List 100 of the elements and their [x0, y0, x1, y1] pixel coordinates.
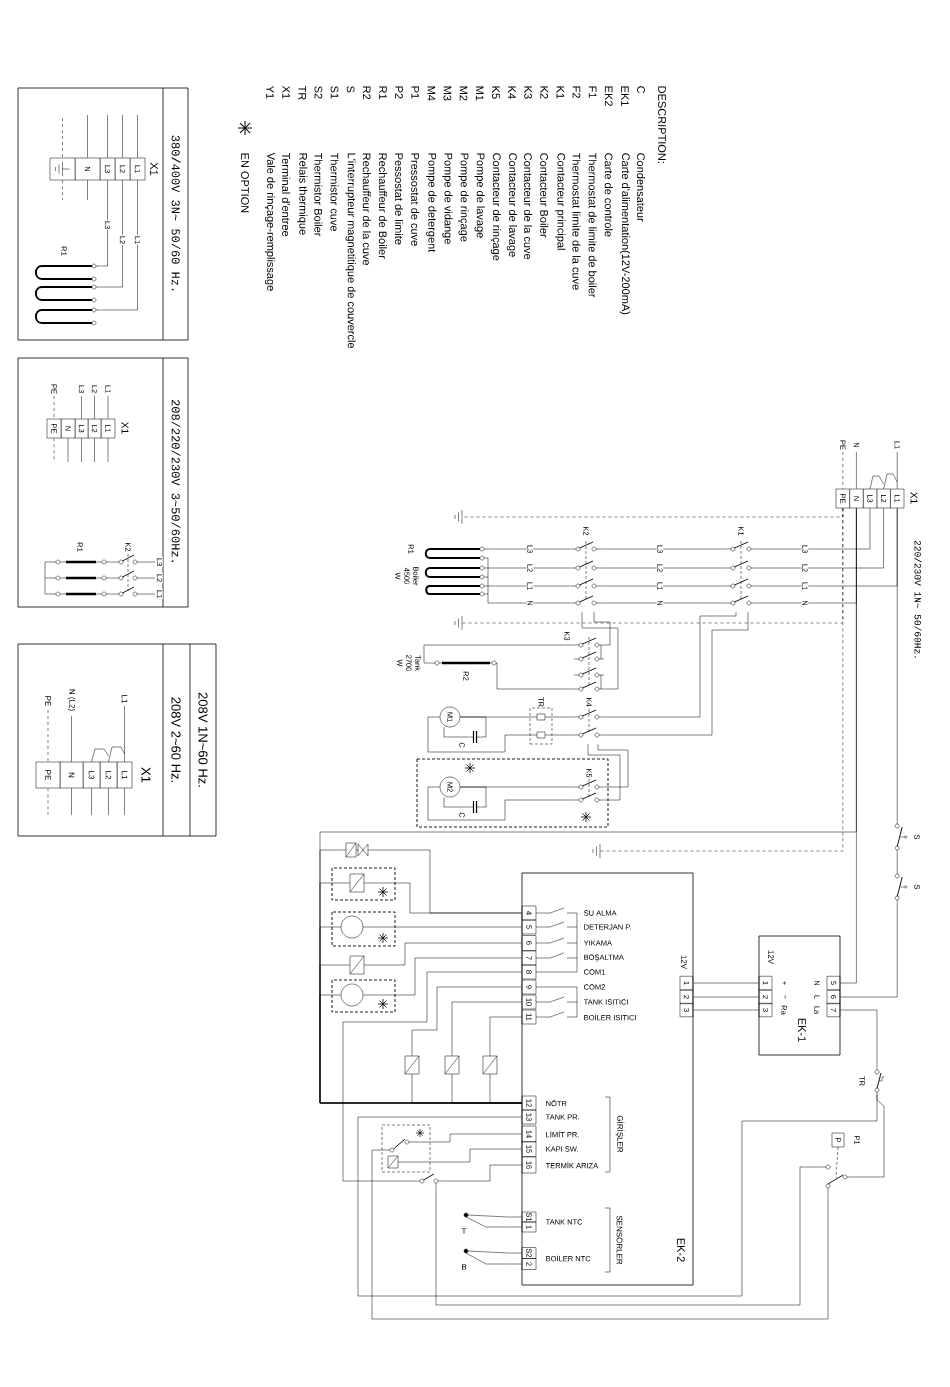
wire — [363, 957, 522, 996]
wire — [601, 602, 726, 604]
legend-text: L'interrupteur magnetitique de couvercle — [345, 153, 356, 349]
wire — [756, 508, 871, 550]
relay-coil — [349, 955, 365, 975]
wire — [411, 986, 522, 1056]
wire — [62, 180, 63, 201]
legend-text: Contacteur de rinçage — [490, 153, 501, 261]
heading: DESCRIPTION: — [658, 86, 666, 163]
wire — [552, 716, 574, 718]
wire — [107, 114, 108, 158]
legend-text: Pompe de lavage — [474, 153, 485, 238]
wire — [495, 548, 571, 550]
wire — [81, 395, 82, 419]
legend-text: EN OPTION — [241, 153, 249, 213]
legend-text: F2 — [572, 86, 581, 98]
legend-text: Pompe de rinçage — [458, 153, 469, 242]
wire — [71, 715, 72, 762]
wire — [461, 508, 844, 624]
edge-label: N (L2) — [67, 688, 76, 712]
legend-text: C — [637, 86, 645, 94]
wire — [593, 612, 611, 646]
legend-text: K4 — [508, 86, 516, 99]
wire — [47, 788, 49, 816]
legend-text: Thermistor Boiler — [314, 152, 323, 237]
wire — [122, 114, 123, 158]
component-label: B — [462, 1264, 467, 1270]
legend-text: Pompe de vidange — [442, 153, 453, 244]
wire — [67, 438, 69, 463]
terminal-block: L1 L2 L3 N PE — [35, 761, 133, 789]
legend-text: Thermostat de limite de boiler — [588, 152, 597, 298]
wire — [364, 942, 522, 966]
wire — [140, 577, 156, 579]
wire — [87, 114, 88, 158]
wire — [107, 395, 109, 419]
legend-text: Pompe de detergent — [426, 153, 437, 253]
wire — [108, 788, 109, 816]
legend-text: R1 — [379, 86, 387, 100]
wire — [840, 902, 898, 998]
wire — [53, 395, 55, 419]
wire — [856, 451, 857, 489]
legend-text: M2 — [459, 86, 468, 101]
wire — [440, 1164, 522, 1182]
wire — [371, 1149, 829, 1320]
wire — [489, 1016, 522, 1056]
wire — [91, 788, 92, 816]
edge-label: PE — [44, 695, 52, 707]
wire — [756, 508, 884, 569]
wire — [423, 644, 574, 664]
legend-text: M1 — [475, 86, 484, 101]
wire — [71, 788, 72, 816]
wire — [100, 180, 138, 311]
legend-text: K2 — [540, 86, 549, 99]
wire — [451, 1001, 522, 1056]
legend-text: F1 — [588, 86, 597, 98]
legend-text: Pressostat de cuve — [411, 153, 420, 246]
motor-symbol — [340, 983, 364, 1007]
wire — [427, 716, 530, 753]
wire — [597, 744, 629, 788]
legend-text: Rechauffeur de la cuve — [362, 153, 371, 266]
wire — [896, 451, 898, 489]
title: 220/230V 1N~ 50/60Hz. — [914, 540, 922, 658]
wire — [443, 727, 470, 738]
wire — [94, 395, 95, 419]
wire — [342, 971, 522, 1182]
wire — [47, 709, 49, 762]
wire — [110, 593, 116, 595]
relay-coil — [482, 1055, 498, 1075]
wire — [110, 561, 116, 563]
wire — [94, 438, 95, 463]
wire — [601, 567, 726, 569]
switch-symbol — [417, 1173, 441, 1191]
relay-coil — [404, 1055, 420, 1075]
motor-symbol — [340, 915, 364, 939]
legend-text: S2 — [314, 86, 323, 99]
wire — [495, 602, 571, 604]
legend-text: Vale de rinçage-remplissage — [264, 152, 276, 291]
legend-text: Contacteur principal — [555, 153, 566, 250]
legend-text: Thermistor cuve — [330, 152, 339, 231]
wire — [124, 788, 125, 816]
wire — [137, 114, 138, 158]
wire — [460, 716, 487, 738]
legend-text: Thermostat limite de la cuve — [572, 152, 581, 290]
legend-text: K1 — [556, 86, 565, 99]
legend-text: Terminal d'entree — [282, 152, 291, 237]
relay-coil — [444, 1055, 460, 1075]
wire — [601, 585, 726, 587]
wire — [62, 117, 63, 158]
component-label: X1 — [150, 162, 158, 176]
wire — [552, 734, 574, 736]
wire — [508, 1252, 522, 1254]
legend-text: X1 — [282, 85, 290, 99]
door-switch — [381, 1124, 431, 1173]
wire — [107, 438, 109, 463]
legend-text: Carte de controle — [604, 153, 613, 237]
wire — [840, 1009, 878, 1068]
wire — [693, 996, 759, 998]
wire — [364, 882, 522, 914]
wire — [427, 786, 574, 821]
component-label: X1 — [910, 492, 918, 504]
